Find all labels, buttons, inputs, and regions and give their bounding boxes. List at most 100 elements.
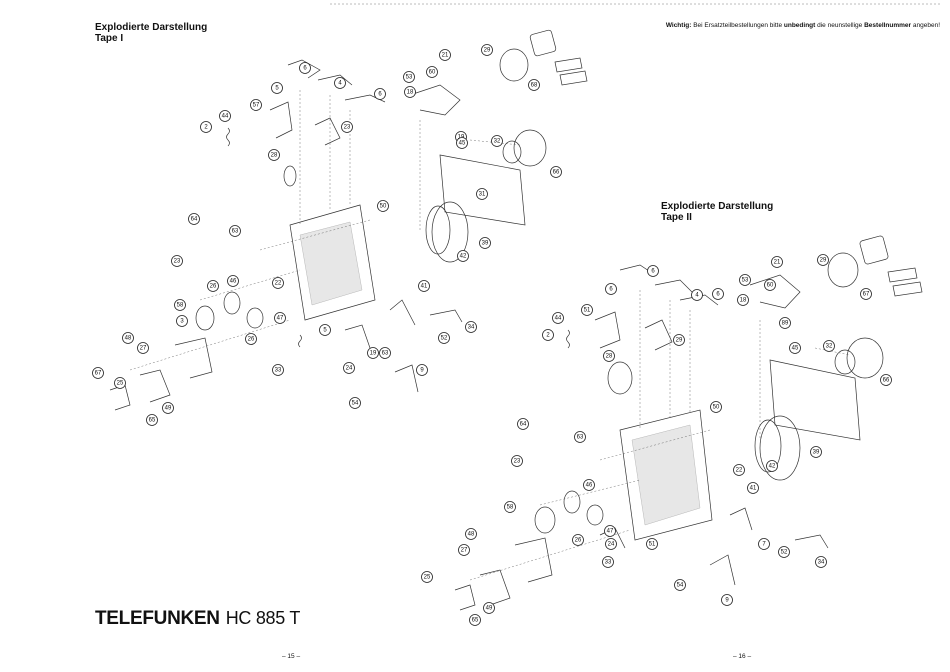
page-number-left: – 15 – (282, 653, 301, 660)
right-callout-32: 48 (465, 528, 477, 540)
left-callout-label-12: 2 (204, 124, 208, 130)
left-callout-label-40: 25 (117, 380, 124, 386)
heading-left-line2: Tape I (95, 33, 124, 44)
left-callout-label-29: 58 (177, 302, 184, 308)
left-callout-label-42: 24 (346, 365, 353, 371)
left-callout-7: 53 (403, 71, 415, 83)
left-callout-label-19: 31 (479, 191, 486, 197)
left-callout-10: 57 (250, 99, 262, 111)
right-callout-label-4: 53 (742, 277, 749, 283)
right-callout-label-28: 26 (575, 537, 582, 543)
left-callout-41: 33 (272, 364, 284, 376)
right-callout-20: 64 (517, 418, 529, 430)
right-callout-21: 63 (574, 431, 586, 443)
right-callout-42: 52 (778, 546, 790, 558)
left-callout-label-35: 48 (125, 335, 132, 341)
right-callout-label-32: 48 (468, 531, 475, 537)
right-callout-10: 51 (581, 304, 593, 316)
spring-44-left (226, 127, 230, 147)
right-callout-1: 6 (647, 265, 659, 277)
right-callout-34: 51 (646, 538, 658, 550)
right-callout-label-1: 6 (651, 268, 655, 274)
chassis-plate-2 (619, 409, 713, 541)
right-callout-2: 4 (691, 289, 703, 301)
left-callout-label-38: 52 (441, 335, 448, 341)
tape-2-assembly (454, 235, 923, 611)
left-callout-label-44: 19 (370, 350, 377, 356)
flywheel-left (431, 201, 469, 263)
left-callout-label-36: 27 (140, 345, 147, 351)
left-callout-label-37: 34 (468, 324, 475, 330)
right-callout-label-7: 60 (767, 282, 774, 288)
heading-tape-2: Explodierte Darstellung Tape II (661, 201, 773, 223)
right-callout-label-37: 25 (424, 574, 431, 580)
right-callout-13: 45 (789, 342, 801, 354)
left-callout-label-13: 23 (344, 124, 351, 130)
right-callout-label-24: 22 (736, 467, 743, 473)
right-callout-40: 54 (674, 579, 686, 591)
right-callout-33: 27 (458, 544, 470, 556)
right-callout-39: 65 (469, 614, 481, 626)
order-notice: Wichtig: Bei Ersatzteilbestellungen bitt… (666, 22, 940, 29)
page-number-right: – 16 – (733, 653, 752, 660)
gear-58-left (195, 305, 215, 331)
right-callout-label-21: 63 (577, 434, 584, 440)
left-callout-label-16: 45 (459, 140, 466, 146)
right-callout-label-35: 33 (605, 559, 612, 565)
right-callout-label-18: 66 (883, 377, 890, 383)
right-callout-7: 60 (764, 279, 776, 291)
left-callout-label-33: 3 (180, 318, 184, 324)
right-callout-label-26: 39 (813, 449, 820, 455)
left-callout-40: 25 (114, 377, 126, 389)
right-callout-label-9: 67 (863, 291, 870, 297)
left-callout-26: 23 (171, 255, 183, 267)
left-callout-37: 34 (465, 321, 477, 333)
tape-1-assembly (109, 29, 588, 411)
right-callout-22: 23 (511, 455, 523, 467)
left-callout-25: 22 (272, 277, 284, 289)
right-callout-14: 32 (823, 340, 835, 352)
right-callout-label-15: 2 (546, 332, 550, 338)
left-callout-label-41: 33 (275, 367, 282, 373)
right-callout-label-31: 24 (608, 541, 615, 547)
left-callout-33: 3 (176, 315, 188, 327)
right-callout-23: 46 (583, 479, 595, 491)
right-callout-label-27: 58 (507, 504, 514, 510)
right-callout-label-20: 64 (520, 421, 527, 427)
motor-67-right (827, 252, 859, 288)
left-callout-label-2: 4 (338, 80, 342, 86)
side-frame-2 (769, 359, 861, 441)
right-callout-36: 7 (758, 538, 770, 550)
right-callout-27: 58 (504, 501, 516, 513)
left-callout-label-6: 68 (531, 82, 538, 88)
left-callout-13: 23 (341, 121, 353, 133)
left-callout-38: 52 (438, 332, 450, 344)
right-callout-15: 2 (542, 329, 554, 341)
heading-left-line1: Explodierte Darstellung (95, 22, 208, 33)
sleeve-left (529, 29, 557, 57)
left-callout-35: 48 (122, 332, 134, 344)
right-callout-label-23: 46 (586, 482, 593, 488)
left-callout-label-5: 29 (484, 47, 491, 53)
left-callout-39: 67 (92, 367, 104, 379)
notice-em2: Bestellnummer (864, 22, 912, 29)
motor-68-left (499, 48, 529, 82)
callouts-left: 5646212968531860574422328194532663150646… (92, 44, 562, 426)
right-callout-label-2: 4 (695, 292, 699, 298)
motor-66-right (846, 337, 884, 379)
left-callout-16: 45 (456, 137, 468, 149)
right-callout-label-12: 89 (782, 320, 789, 326)
left-callout-label-4: 21 (442, 52, 449, 58)
left-callout-17: 32 (491, 135, 503, 147)
left-callout-label-31: 47 (277, 315, 284, 321)
left-callout-29: 58 (174, 299, 186, 311)
right-callout-label-38: 49 (486, 605, 493, 611)
right-callout-4: 53 (739, 274, 751, 286)
right-callout-18: 66 (880, 374, 892, 386)
right-callout-label-22: 23 (514, 458, 521, 464)
left-callout-12: 2 (200, 121, 212, 133)
right-callout-label-17: 29 (676, 337, 683, 343)
left-callout-label-10: 57 (253, 102, 260, 108)
